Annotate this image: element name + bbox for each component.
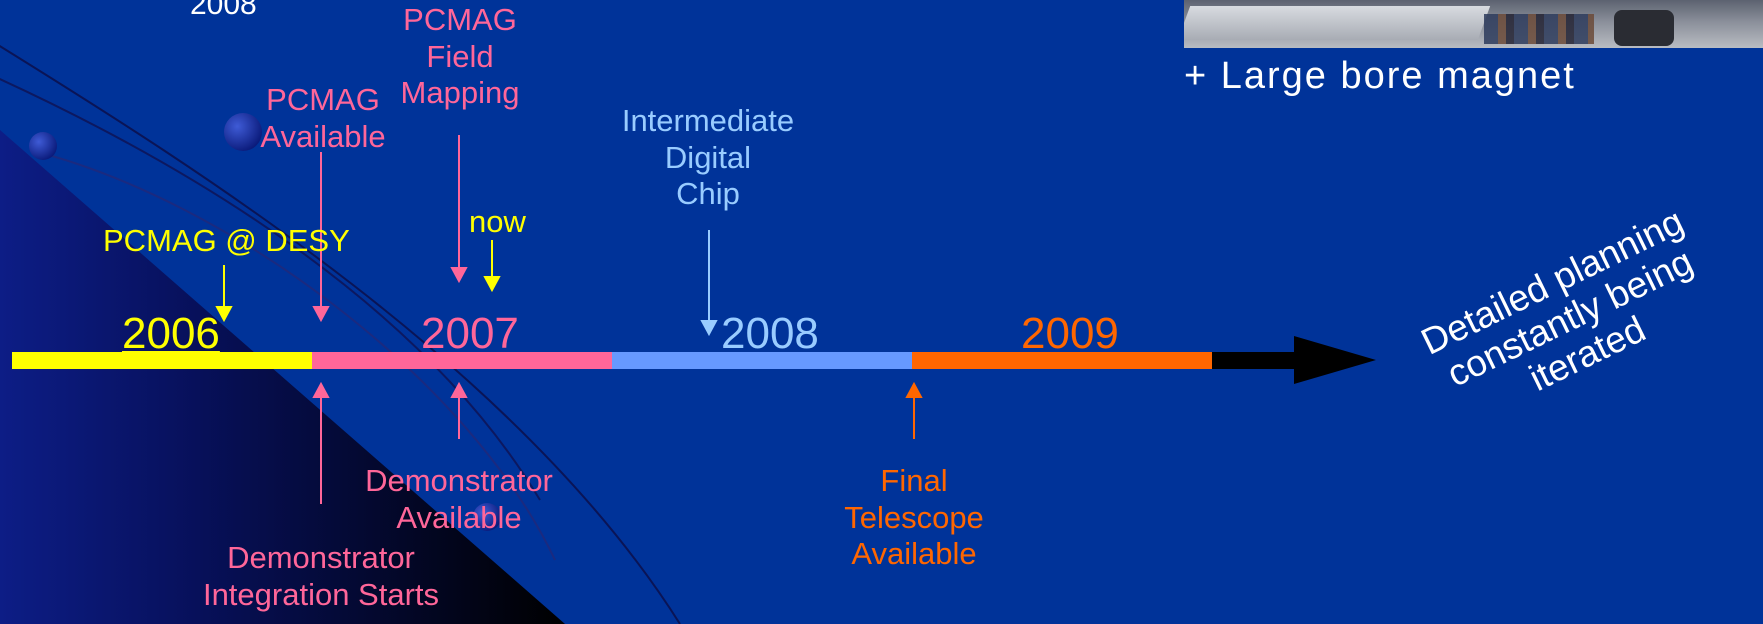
- milestone-intermediate-chip-line-3: Chip: [676, 176, 740, 212]
- milestone-pcmag-available-line-2: Available: [260, 118, 386, 154]
- timeline-segment-2008: [612, 352, 912, 369]
- milestone-demonstrator-available: Demonstrator Available: [339, 463, 579, 536]
- milestone-intermediate-chip-line-1: Intermediate: [621, 103, 795, 138]
- year-label-2007: 2007: [421, 309, 519, 358]
- year-label-2006: 2006: [122, 309, 220, 358]
- milestone-pcmag-available-line-1: PCMAG: [266, 82, 380, 117]
- milestone-final-telescope-line-1: Final: [880, 463, 948, 498]
- timeline-arrowhead: [1294, 336, 1376, 384]
- milestone-final-telescope: Final Telescope Available: [824, 463, 1004, 573]
- milestone-field-mapping: PCMAG Field Mapping: [380, 2, 540, 112]
- arrow-now: [483, 240, 501, 293]
- magnet-photo: [1184, 0, 1763, 48]
- timeline-segment-2009: [912, 352, 1212, 369]
- milestone-pcmag-available: PCMAG Available: [243, 82, 403, 155]
- arrow-pcmag-available: [312, 152, 330, 323]
- milestone-intermediate-chip-line-2: Digital: [664, 139, 752, 175]
- milestone-final-telescope-line-2: Telescope: [844, 499, 984, 535]
- decor-arc-2: [29, 149, 556, 561]
- year-label-2009: 2009: [1021, 309, 1119, 358]
- milestone-demonstrator-integration-line-2: Integration Starts: [202, 576, 440, 612]
- decor-arc-1: [0, 45, 681, 624]
- photo-caption: + Large bore magnet: [1184, 55, 1576, 97]
- milestone-demonstrator-available-line-2: Available: [396, 499, 522, 535]
- arrow-intermediate-chip: [700, 230, 718, 337]
- milestone-final-telescope-line-3: Available: [851, 536, 977, 572]
- arrow-demonstrator-available: [450, 381, 468, 439]
- decor-ball-1: [29, 132, 57, 160]
- milestone-pcmag-desy: PCMAG @ DESY: [103, 223, 350, 258]
- year-label-2008: 2008: [721, 309, 819, 358]
- timeline-segment-2007: [312, 352, 612, 369]
- milestone-demonstrator-available-line-1: Demonstrator: [365, 463, 553, 498]
- photo-detector: [1614, 10, 1674, 46]
- milestone-field-mapping-line-2: Field: [426, 38, 494, 74]
- arrow-demonstrator-integration: [312, 381, 330, 504]
- timeline-black-tail: [1212, 352, 1294, 369]
- milestone-intermediate-chip: Intermediate Digital Chip: [598, 103, 818, 213]
- milestone-field-mapping-line-1: PCMAG: [403, 2, 517, 37]
- timeline-segment-2006: [12, 352, 312, 369]
- arrow-field-mapping: [450, 135, 468, 284]
- decor-ball-3: [473, 503, 501, 531]
- decor-ball-2: [224, 113, 262, 151]
- decor-arc-3: [0, 78, 541, 501]
- partial-year-label: 2008: [190, 0, 257, 21]
- arrow-final-telescope: [905, 381, 923, 439]
- milestone-now: now: [469, 204, 526, 239]
- dark-wedge-shape: [0, 130, 565, 624]
- photo-equipment: [1484, 14, 1594, 44]
- arrow-pcmag-desy: [215, 265, 233, 323]
- milestone-demonstrator-integration-line-1: Demonstrator: [227, 540, 415, 575]
- milestone-field-mapping-line-3: Mapping: [400, 75, 520, 111]
- milestone-demonstrator-integration: Demonstrator Integration Starts: [171, 540, 471, 613]
